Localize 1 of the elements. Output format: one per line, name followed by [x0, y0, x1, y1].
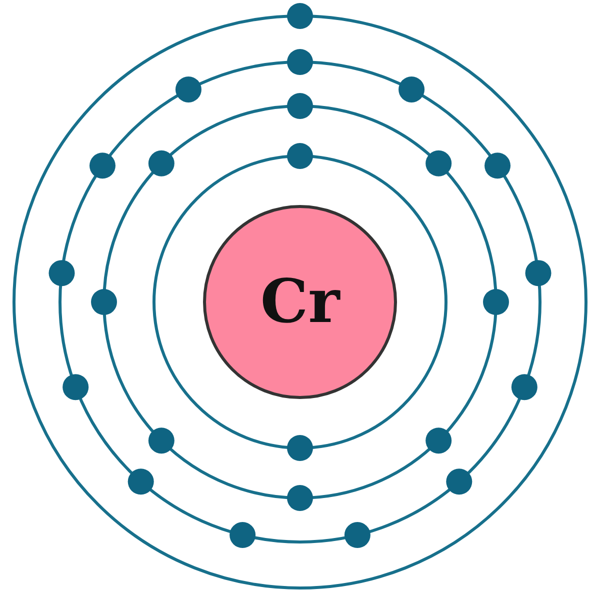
element-symbol: Cr	[260, 267, 340, 337]
